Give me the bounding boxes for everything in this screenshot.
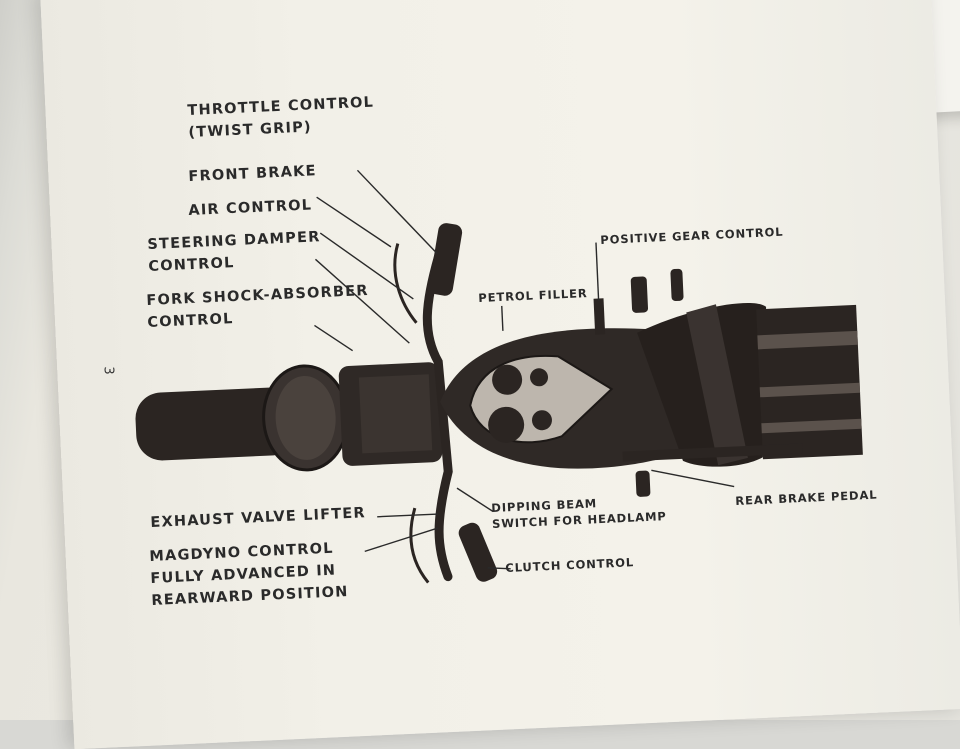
clutch-grip bbox=[458, 522, 498, 582]
rear-frame bbox=[756, 304, 863, 460]
gear-lever bbox=[593, 298, 606, 335]
throttle-grip bbox=[429, 223, 463, 296]
label-steering-damper-control: STEERING DAMPER CONTROL bbox=[147, 229, 321, 275]
speedometer-dial bbox=[492, 364, 523, 395]
leader-lines bbox=[314, 169, 735, 570]
label-magdyno-control: MAGDYNO CONTROL FULLY ADVANCED IN REARWA… bbox=[149, 540, 349, 609]
motorcycle-drawing bbox=[135, 169, 863, 584]
clock-dial bbox=[488, 406, 525, 443]
footrest-rear bbox=[622, 443, 803, 462]
gear-indicator bbox=[630, 276, 649, 313]
front-wheel bbox=[135, 387, 297, 461]
rear-brake-pedal bbox=[635, 470, 651, 497]
label-throttle-control: THROTTLE CONTROL (TWIST GRIP) bbox=[187, 94, 375, 141]
ammeter-dial bbox=[530, 368, 549, 387]
oil-gauge-dial bbox=[531, 410, 552, 431]
motorcycle-top-view-illustration bbox=[135, 169, 863, 584]
handlebar bbox=[422, 252, 453, 582]
